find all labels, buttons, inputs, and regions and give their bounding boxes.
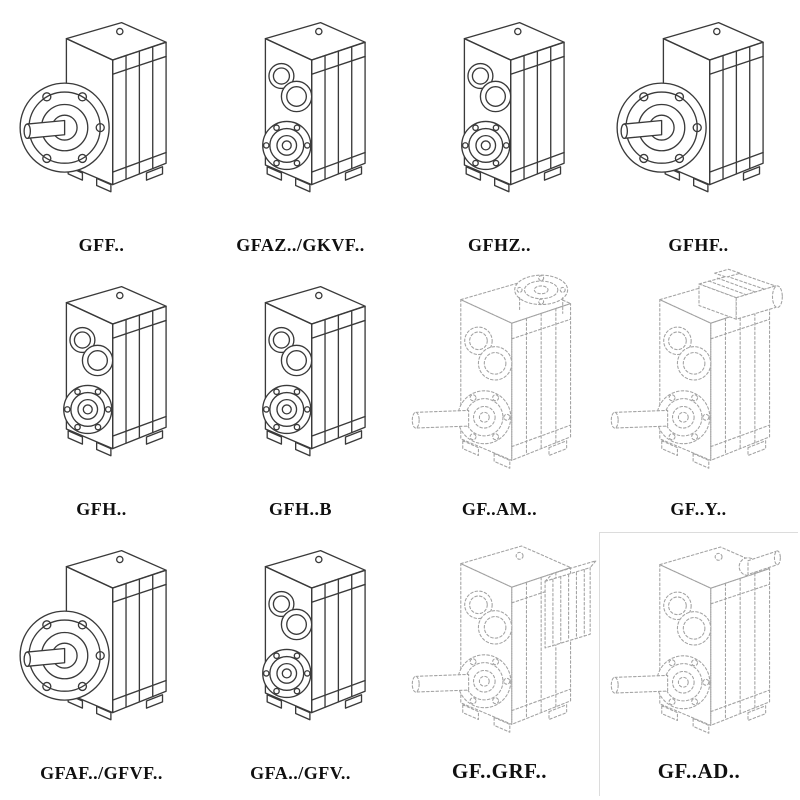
hollow-shaft-gearbox-drawing (212, 10, 390, 215)
model-cell-gf-ad: GF..AD.. (599, 532, 798, 796)
hollow-shaft-gearbox-drawing (212, 274, 390, 479)
flange-output-gearbox-drawing (13, 10, 191, 215)
model-cell-gfa-gfv: GFA../GFV.. (201, 532, 400, 796)
model-label: GFHZ.. (467, 235, 531, 255)
side-motor-gearbox-drawing (402, 532, 598, 758)
model-label: GFA../GFV.. (250, 763, 351, 783)
model-cell-gfhf: GFHF.. (599, 4, 798, 268)
model-cell-gfh: GFH.. (2, 268, 201, 532)
model-label: GF..AM.. (461, 499, 538, 519)
model-cell-gf-am: GF..AM.. (400, 268, 599, 532)
model-cell-gff: GFF.. (2, 4, 201, 268)
model-cell-gfhz: GFHZ.. (400, 4, 599, 268)
model-cell-gfaz-gkvf: GFAZ../GKVF.. (201, 4, 400, 268)
model-cell-gfaf-gfvf: GFAF../GFVF.. (2, 532, 201, 796)
model-cell-gfh-b: GFH..B (201, 268, 400, 532)
hollow-shaft-gearbox-drawing (212, 538, 390, 743)
hollow-shaft-gearbox-drawing (13, 274, 191, 479)
hollow-shaft-gearbox-drawing (411, 10, 589, 215)
model-label: GFAZ../GKVF.. (236, 235, 365, 255)
model-label: GF..GRF.. (451, 759, 548, 783)
model-label: GFHF.. (668, 235, 729, 255)
flange-output-gearbox-drawing (610, 10, 788, 215)
motor-adapter-flange-gearbox-drawing (402, 268, 598, 494)
model-cell-gf-grf: GF..GRF.. (400, 532, 599, 796)
model-cell-gf-y: GF..Y.. (599, 268, 798, 532)
model-label: GF..AD.. (657, 759, 741, 783)
model-label: GF..Y.. (670, 499, 727, 519)
model-label: GFAF../GFVF.. (40, 763, 163, 783)
input-shaft-adapter-gearbox-drawing (601, 533, 797, 759)
model-label: GFH.. (76, 499, 127, 519)
flange-output-gearbox-drawing (13, 538, 191, 743)
model-label: GFF.. (78, 235, 125, 255)
model-label: GFH..B (268, 499, 332, 519)
motor-mounted-gearbox-drawing (601, 268, 797, 494)
